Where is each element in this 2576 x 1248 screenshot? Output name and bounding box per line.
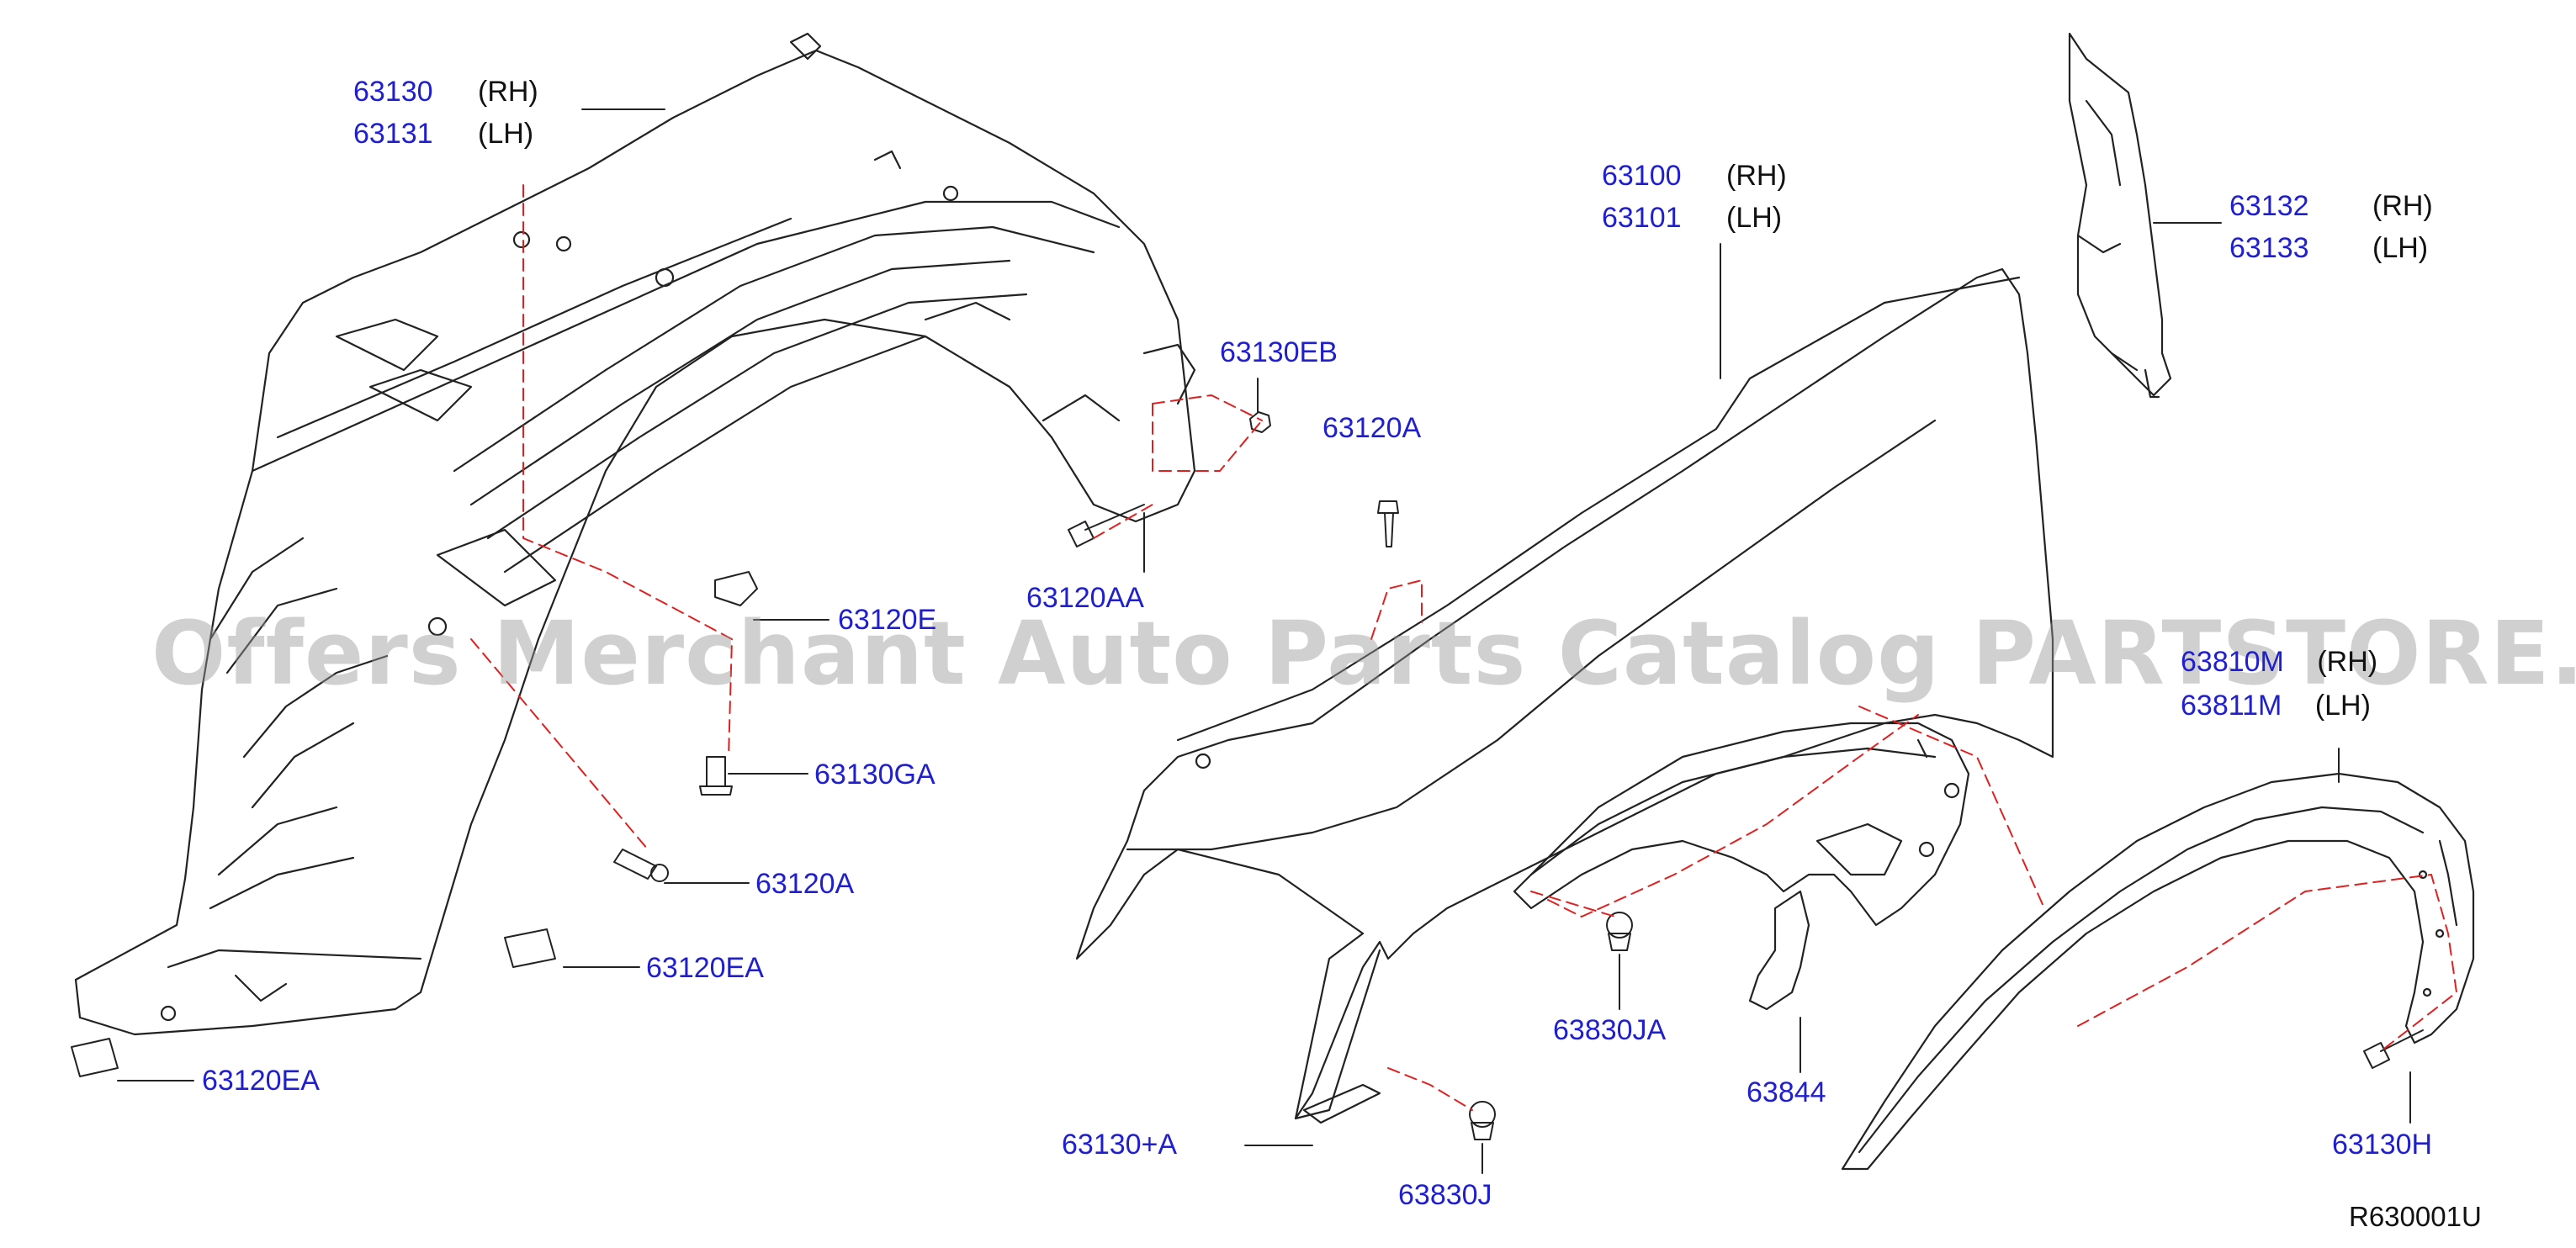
dashed-guides — [470, 184, 2457, 1111]
side-label: (LH) — [1726, 202, 1783, 234]
side-label: (LH) — [2372, 232, 2429, 264]
side-label: (RH) — [2372, 190, 2433, 222]
callout-63830J[interactable]: 63830J — [1398, 1179, 1492, 1211]
nut-icon — [1249, 411, 1271, 433]
screw-icon — [2363, 1042, 2390, 1069]
clip-icon — [504, 928, 556, 968]
fender-liner — [74, 32, 1196, 1036]
part-number[interactable]: 63133 — [2229, 232, 2309, 264]
callout-63100[interactable]: 63100 (RH) — [1602, 161, 1787, 190]
bolt-icon — [613, 849, 657, 880]
fender-panel — [1075, 267, 2054, 1120]
callout-63120A-mid[interactable]: 63120A — [755, 868, 855, 900]
callout-63830JA[interactable]: 63830JA — [1553, 1014, 1667, 1046]
bolt-icon — [1068, 521, 1095, 547]
callout-63130plusA[interactable]: 63130+A — [1062, 1129, 1178, 1161]
callout-63120EA-low[interactable]: 63120EA — [202, 1065, 320, 1097]
wheel-arch-molding — [1841, 772, 2475, 1171]
callout-63120AA[interactable]: 63120AA — [1026, 582, 1144, 614]
inner-arch-bracket — [1513, 722, 1970, 927]
clip-icon — [714, 571, 758, 606]
callout-63130EB[interactable]: 63130EB — [1220, 336, 1338, 368]
pin-icon — [706, 756, 726, 787]
part-number[interactable]: 63810M — [2181, 646, 2284, 678]
callout-63131[interactable]: 63131 (LH) — [353, 119, 533, 148]
part-number[interactable]: 63130 — [353, 76, 433, 108]
clip-icon — [71, 1038, 119, 1077]
grommet-icon — [1606, 912, 1633, 939]
leader-lines — [117, 108, 2411, 1174]
callout-63130[interactable]: 63130 (RH) — [353, 77, 538, 106]
side-label: (RH) — [2317, 646, 2378, 678]
part-number[interactable]: 63132 — [2229, 190, 2309, 222]
grommet-icon — [1469, 1101, 1496, 1128]
callout-63133[interactable]: 63133 (LH) — [2229, 234, 2428, 262]
side-label: (LH) — [478, 118, 534, 150]
part-number[interactable]: 63101 — [1602, 202, 1682, 234]
diagram-code: R630001U — [2349, 1201, 2482, 1232]
callout-63101[interactable]: 63101 (LH) — [1602, 204, 1782, 232]
callout-63132[interactable]: 63132 (RH) — [2229, 192, 2433, 220]
side-label: (RH) — [478, 76, 538, 108]
callout-63120EA-mid[interactable]: 63120EA — [646, 952, 764, 984]
callout-63120A-top[interactable]: 63120A — [1322, 412, 1422, 444]
part-number[interactable]: 63131 — [353, 118, 433, 150]
callout-63810M[interactable]: 63810M (RH) — [2181, 648, 2377, 676]
bolt-icon — [1377, 500, 1399, 514]
callout-63811M[interactable]: 63811M (LH) — [2181, 691, 2371, 720]
bracket-63844 — [1748, 890, 1810, 1011]
callout-63120E[interactable]: 63120E — [838, 604, 937, 636]
callout-63130GA[interactable]: 63130GA — [814, 759, 936, 791]
callout-63844[interactable]: 63844 — [1746, 1076, 1826, 1108]
fasteners — [71, 411, 2424, 1140]
callout-63130H[interactable]: 63130H — [2332, 1129, 2433, 1161]
seal-pad — [1302, 1083, 1381, 1124]
part-number[interactable]: 63811M — [2181, 690, 2282, 722]
side-label: (LH) — [2314, 690, 2371, 722]
part-number[interactable]: 63100 — [1602, 160, 1682, 192]
splash-shield — [2068, 32, 2172, 399]
side-label: (RH) — [1726, 160, 1787, 192]
